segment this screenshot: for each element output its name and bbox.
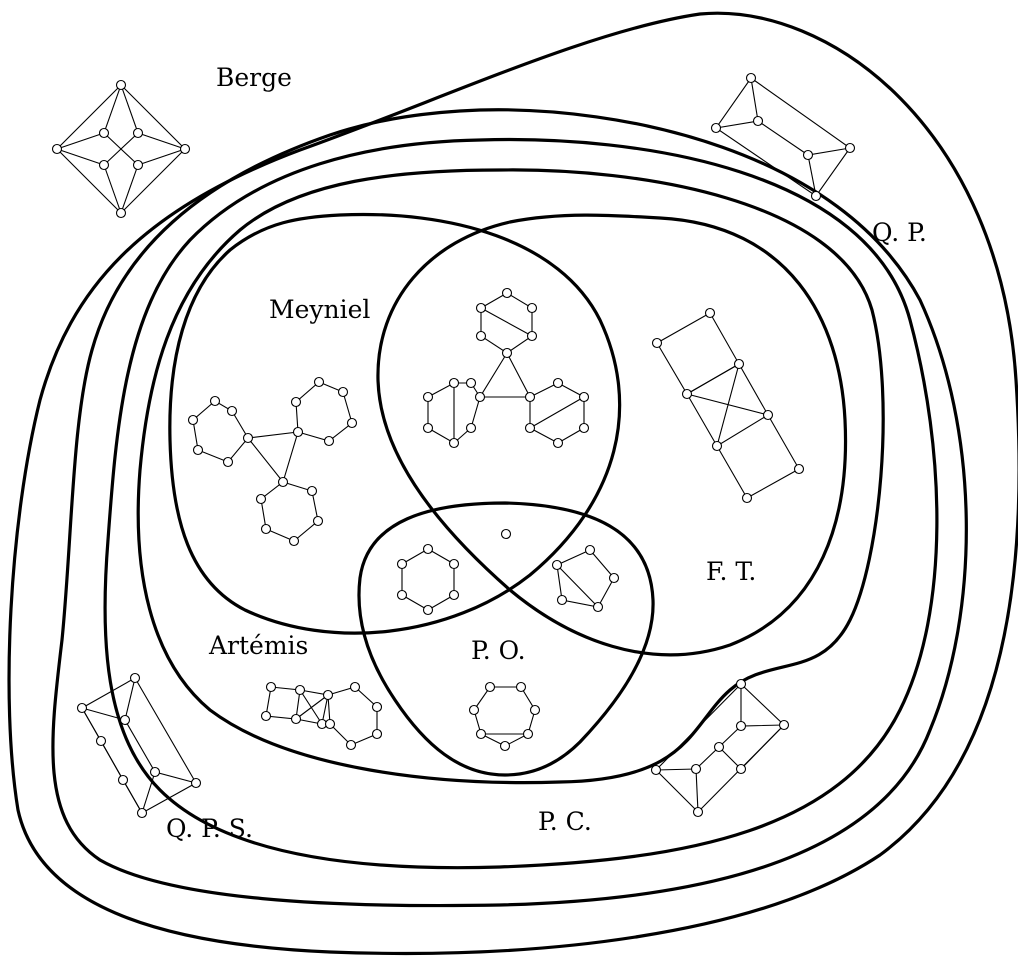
label-berge: Berge <box>216 63 292 92</box>
graph-po <box>468 681 541 752</box>
region-artemis <box>136 168 885 785</box>
graph-meyniel-ft <box>422 287 590 449</box>
region-quasi-parity <box>7 11 1018 956</box>
graph-quasi-parity-strict <box>76 672 202 819</box>
region-quasi-parity-strict <box>51 108 968 908</box>
label-quasi-parity-strict: Q. P. S. <box>166 814 253 843</box>
region-fully-trampolines <box>376 213 848 657</box>
graph-quasi-parity <box>710 72 856 202</box>
graph-meyniel <box>187 376 358 547</box>
region-perfectly-orderable <box>357 501 655 777</box>
label-artemis: Artémis <box>208 631 308 660</box>
graph-ft-po <box>551 544 620 613</box>
label-meyniel: Meyniel <box>269 295 370 324</box>
graph-perfectly-contractile <box>650 678 790 818</box>
region-perfectly-contractile <box>103 137 939 870</box>
graph-ft <box>651 307 805 504</box>
label-perfectly-contractile: P. C. <box>538 807 592 836</box>
region-meyniel <box>168 212 622 635</box>
label-quasi-parity: Q. P. <box>872 218 927 247</box>
graph-meyniel-po <box>396 543 460 616</box>
graph-single-vertex <box>500 528 512 540</box>
label-perfectly-orderable: P. O. <box>471 636 526 665</box>
label-fully-trampolines: F. T. <box>706 557 756 586</box>
graph-artemis <box>260 681 383 751</box>
graph-berge <box>51 79 191 219</box>
